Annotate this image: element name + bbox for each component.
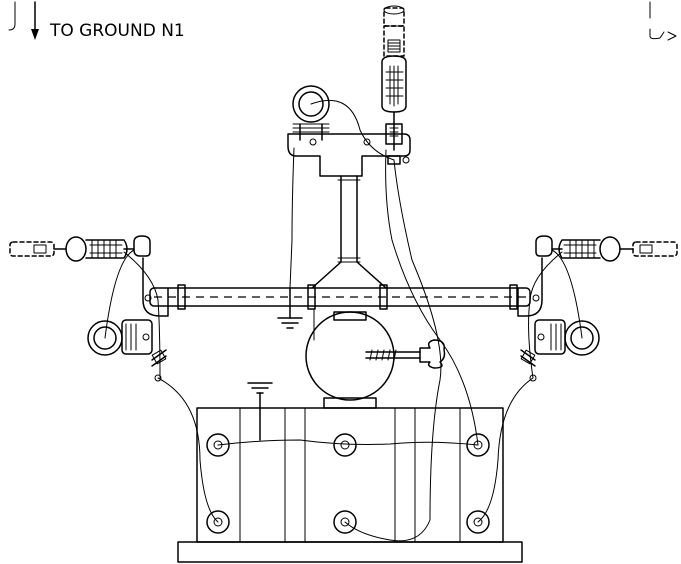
right-arm-elbow — [517, 257, 543, 317]
screw-head-icon — [419, 339, 446, 369]
upper-cable-loop-outer — [292, 85, 330, 123]
center-drum-top-mount — [333, 311, 367, 321]
left-clamp-block — [121, 319, 153, 355]
terminal-bottom-center — [333, 510, 357, 534]
center-component — [305, 309, 446, 409]
right-insulator — [535, 235, 678, 262]
top-insulator-ribs — [385, 65, 404, 107]
upper-t-bracket — [287, 133, 411, 177]
right-cable-assembly — [520, 319, 600, 382]
wire-right-loop — [551, 249, 583, 339]
right-cable-loop-inner — [570, 326, 594, 350]
ground-annotation: TO GROUND N1 — [8, 1, 185, 41]
wire-upper-to-right-terminal — [385, 149, 479, 446]
right-insulator-hook — [535, 235, 553, 257]
left-cable-assembly — [87, 319, 167, 382]
top-insulator-cap-top — [383, 5, 405, 15]
wire-right-to-bottom-right — [477, 377, 534, 523]
wire-left-to-bottom-left — [157, 377, 219, 523]
right-insulator-cap — [599, 236, 621, 262]
left-arm-elbow — [142, 257, 169, 317]
wire-bracket-to-ground — [289, 147, 295, 289]
cross-arm — [142, 257, 543, 317]
terminal-top-left — [206, 433, 230, 457]
upper-bracket-assembly — [287, 85, 411, 289]
center-drum — [305, 311, 395, 401]
terminal-block — [177, 407, 523, 563]
top-insulator-cap — [383, 7, 405, 27]
terminal-block-frame — [196, 407, 504, 543]
terminal-top-right — [466, 433, 490, 457]
left-terminal-eye — [154, 374, 162, 382]
terminal-bottom-left — [206, 510, 230, 534]
right-clamp-block — [534, 319, 566, 355]
wire-upper-to-bottom-center — [344, 159, 442, 542]
top-right-fragment — [649, 1, 665, 40]
left-cable-loop-inner — [93, 326, 117, 350]
upper-cable-loop-inner — [298, 91, 324, 117]
left-insulator — [9, 235, 151, 262]
ground-symbols — [247, 287, 303, 441]
center-post-braces — [311, 261, 387, 289]
top-insulator-body — [381, 55, 407, 113]
top-right-corner-marks — [649, 1, 677, 41]
ground-label: TO GROUND N1 — [49, 21, 185, 41]
wire-right-insulator — [528, 251, 563, 379]
terminal-top-center — [333, 433, 357, 457]
wire-upper-loop — [310, 99, 395, 161]
top-right-chevron — [667, 31, 677, 41]
terminal-block-base — [177, 541, 523, 563]
terminal-bottom-right — [466, 510, 490, 534]
down-arrow-icon — [31, 29, 39, 40]
left-insulator-cap — [65, 236, 87, 262]
upper-terminal-eye — [402, 156, 410, 164]
wire-left-loop — [104, 249, 135, 339]
screw-shank — [365, 351, 421, 359]
upper-clamp — [385, 123, 403, 145]
wiring — [104, 99, 583, 542]
left-insulator-end — [9, 241, 55, 257]
wire-left-insulator — [123, 251, 161, 379]
left-insulator-hook — [133, 235, 151, 257]
top-left-bracket — [8, 1, 16, 31]
